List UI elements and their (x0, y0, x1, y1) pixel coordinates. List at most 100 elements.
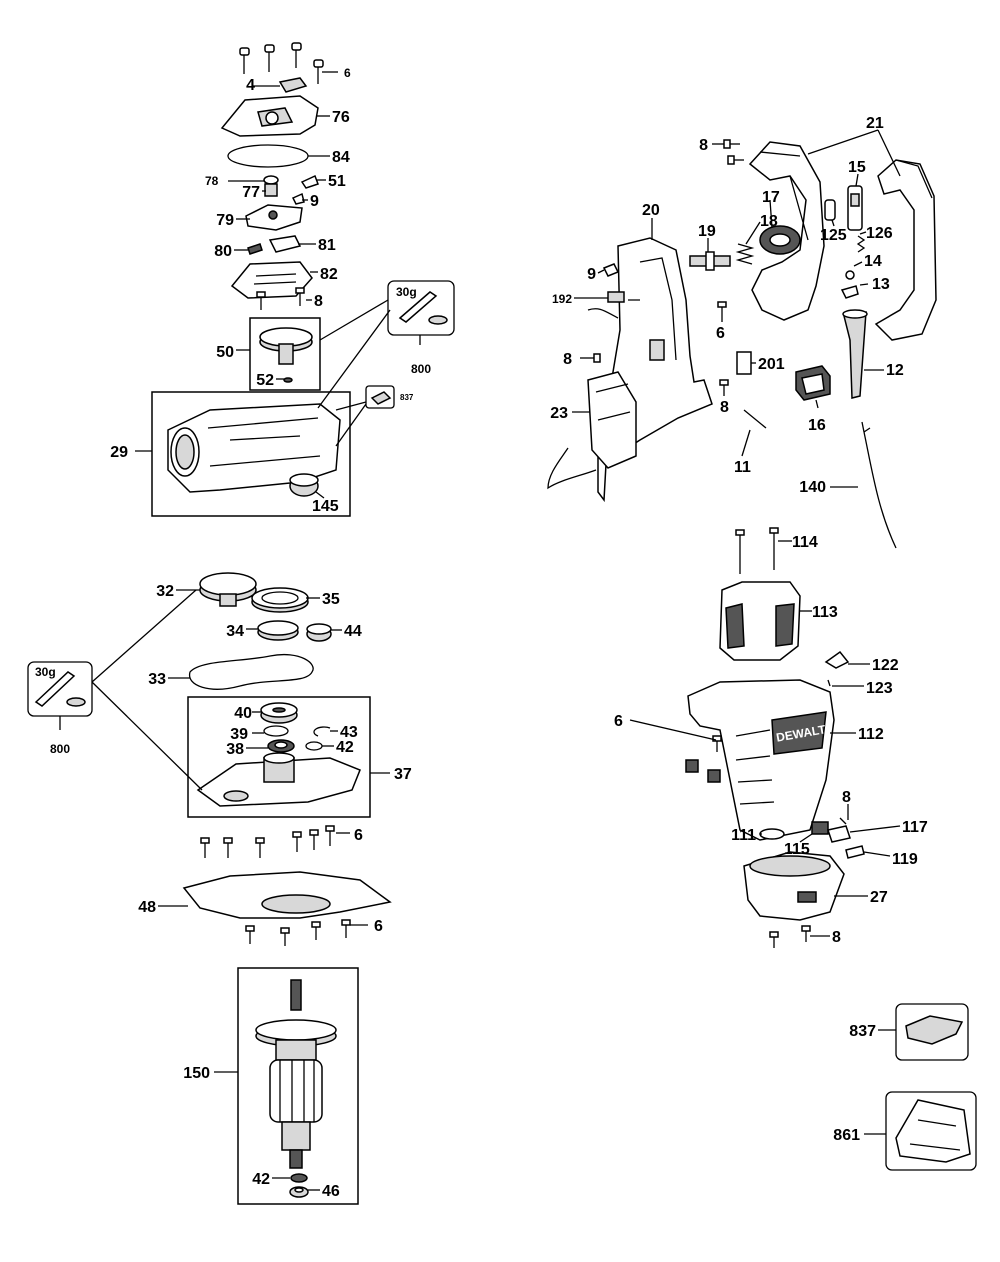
label-19: 19 (698, 223, 716, 240)
label-113: 113 (812, 604, 838, 621)
label-33: 33 (148, 671, 166, 688)
part-122-brush-clip (824, 650, 850, 669)
part-14-13-clips (840, 270, 859, 299)
label-837-small: 837 (400, 393, 414, 402)
label-201: 201 (758, 356, 785, 373)
label-145: 145 (312, 498, 339, 515)
part-51-clip (300, 174, 319, 189)
label-78: 78 (205, 174, 219, 188)
part-32-gear (199, 572, 257, 607)
top-screws (239, 42, 324, 84)
screws-row-6b (200, 825, 335, 858)
label-40: 40 (234, 705, 252, 722)
label-9-top: 9 (310, 193, 319, 210)
part-84-o-ring (227, 144, 309, 168)
part-40-spacer (260, 702, 298, 724)
leader-lines-armature (214, 1071, 320, 1191)
part-12-cord-guard (842, 309, 868, 399)
label-48: 48 (138, 899, 156, 916)
part-145-ring (289, 473, 319, 497)
label-125: 125 (820, 227, 847, 244)
label-81: 81 (318, 237, 336, 254)
part-19-shaft (689, 251, 731, 271)
label-8-motor: 8 (842, 789, 851, 806)
part-46-nut (289, 1186, 309, 1198)
grease-tube-kit-bottom (27, 661, 93, 717)
part-861-case (864, 1091, 977, 1171)
part-111-bearing-ring (759, 828, 785, 840)
label-8-bottom: 8 (832, 929, 841, 946)
part-6e-brush-holders (685, 735, 722, 783)
part-33-gasket (189, 653, 314, 690)
label-51: 51 (328, 173, 346, 190)
part-4-seal-block (278, 77, 308, 93)
label-6-motor: 6 (614, 713, 623, 730)
label-6-top: 6 (344, 66, 351, 80)
label-35: 35 (322, 591, 340, 608)
part-8-screws-small (256, 287, 305, 310)
label-43: 43 (340, 724, 358, 741)
small-837-icon-top (365, 385, 395, 409)
label-82: 82 (320, 266, 338, 283)
label-15: 15 (848, 159, 866, 176)
label-8-top: 8 (314, 293, 323, 310)
label-837: 837 (849, 1023, 876, 1040)
label-12: 12 (886, 362, 904, 379)
label-42-bottom: 42 (252, 1171, 270, 1188)
part-21-handle-right (874, 159, 937, 341)
part-123-screw (827, 679, 831, 687)
label-84: 84 (332, 149, 350, 166)
part-18-spring (735, 243, 755, 265)
label-800-bottom: 800 (50, 742, 70, 756)
label-21: 21 (866, 115, 884, 132)
part-201-label (736, 351, 752, 375)
screws-row-6c (245, 919, 351, 946)
label-4: 4 (246, 77, 255, 94)
part-82-plate (230, 261, 313, 299)
label-80: 80 (214, 243, 232, 260)
label-39: 39 (230, 726, 248, 743)
label-38: 38 (226, 741, 244, 758)
part-16-ring (795, 365, 831, 401)
label-150: 150 (183, 1065, 210, 1082)
label-119: 119 (892, 851, 918, 868)
part-119-connector (845, 845, 865, 859)
part-21-handle-left (748, 141, 825, 321)
label-8-handle: 8 (699, 137, 708, 154)
part-23-switch-module (547, 371, 637, 490)
label-79: 79 (216, 212, 234, 229)
label-6-mid: 6 (354, 827, 363, 844)
label-6-handle: 6 (716, 325, 725, 342)
label-800-top: 800 (411, 362, 431, 376)
screws-8f (769, 925, 811, 948)
label-115: 115 (784, 841, 810, 858)
part-27-end-cap (743, 851, 845, 921)
label-16: 16 (808, 417, 826, 434)
label-30g-bottom: 30g (35, 665, 56, 679)
label-114: 114 (792, 534, 818, 551)
label-77: 77 (242, 184, 260, 201)
part-44-bushing (306, 623, 332, 642)
part-15-switch (847, 185, 863, 231)
part-35-ring-gear (251, 587, 309, 613)
part-150-box (237, 967, 359, 1205)
part-9-small-clip (291, 192, 305, 205)
label-140: 140 (799, 479, 826, 496)
label-122: 122 (872, 657, 899, 674)
label-32: 32 (156, 583, 174, 600)
part-42-bearing-bottom (290, 1173, 308, 1183)
label-123: 123 (866, 680, 893, 697)
leader-lines-motor (629, 540, 901, 937)
label-192: 192 (552, 292, 572, 306)
part-number-labels: 4 6 76 84 78 77 51 9 79 80 81 82 8 50 52… (35, 66, 928, 1200)
part-113-field-coil (719, 581, 801, 661)
label-13: 13 (872, 276, 890, 293)
label-14: 14 (864, 253, 882, 270)
part-140-cord (861, 421, 897, 549)
part-81-lever (268, 235, 302, 253)
label-34: 34 (226, 623, 244, 640)
label-20: 20 (642, 202, 660, 219)
label-126: 126 (866, 225, 893, 242)
part-50-box (249, 317, 321, 391)
